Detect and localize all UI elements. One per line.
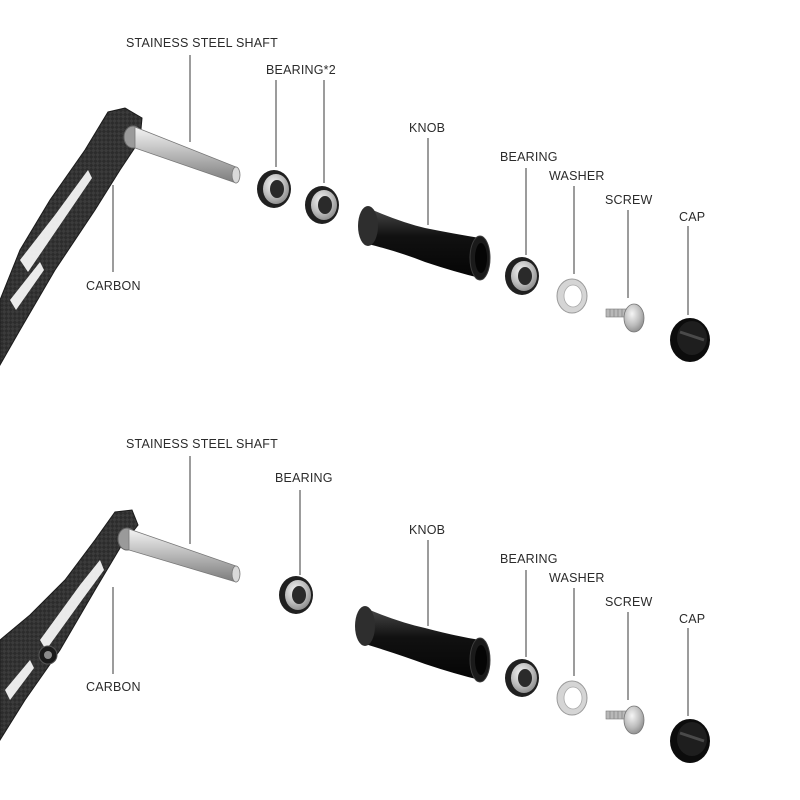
carbon-label: CARBON	[86, 680, 141, 694]
cap-icon	[670, 318, 710, 362]
stainless-steel-shaft	[123, 125, 241, 184]
carbon-arm	[0, 107, 143, 367]
knob-label: KNOB	[409, 121, 445, 135]
bearings-label: BEARING*2	[266, 63, 336, 77]
cap-icon	[670, 719, 710, 763]
screw-icon	[605, 705, 645, 735]
washer-icon	[556, 278, 588, 314]
shaft-label: STAINESS STEEL SHAFT	[126, 437, 278, 451]
washer-label: WASHER	[549, 571, 605, 585]
bearing-icon	[279, 576, 313, 614]
panel-double-bearing: STAINESS STEEL SHAFT BEARING*2 KNOB BEAR…	[0, 36, 710, 367]
bearing-icon	[505, 659, 539, 697]
cap-label: CAP	[679, 210, 705, 224]
panel-single-bearing: STAINESS STEEL SHAFT BEARING KNOB BEARIN…	[0, 437, 710, 763]
screw-label: SCREW	[605, 193, 653, 207]
stainless-steel-shaft	[117, 527, 241, 583]
bearing-label: BEARING	[500, 150, 558, 164]
carbon-arm	[0, 509, 139, 741]
washer-icon	[556, 680, 588, 716]
cap-label: CAP	[679, 612, 705, 626]
bearing-icon	[505, 257, 539, 295]
bearing-icon	[305, 186, 339, 224]
knob-icon	[358, 206, 491, 281]
bearings-label: BEARING	[275, 471, 333, 485]
bearing-icon	[257, 170, 291, 208]
screw-label: SCREW	[605, 595, 653, 609]
carbon-label: CARBON	[86, 279, 141, 293]
knob-label: KNOB	[409, 523, 445, 537]
knob-icon	[355, 606, 491, 683]
washer-label: WASHER	[549, 169, 605, 183]
shaft-label: STAINESS STEEL SHAFT	[126, 36, 278, 50]
screw-icon	[605, 303, 645, 333]
bearing-label: BEARING	[500, 552, 558, 566]
